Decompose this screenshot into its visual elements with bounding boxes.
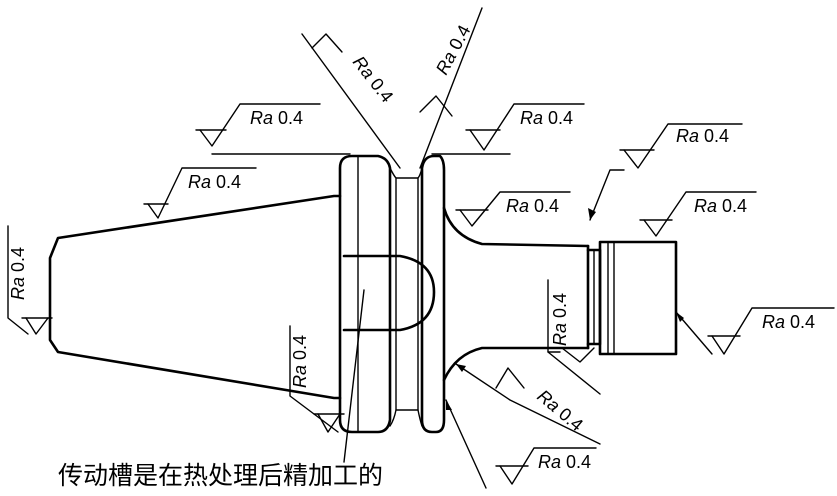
neck-upper bbox=[442, 206, 590, 248]
roughness-label: Ra 0.4 bbox=[506, 196, 559, 216]
roughness-mark-flange-lower-right: Ra 0.4 bbox=[445, 399, 597, 489]
roughness-label: Ra 0.4 bbox=[250, 108, 303, 128]
roughness-label: Ra 0.4 bbox=[520, 108, 573, 128]
roughness-label: Ra 0.4 bbox=[290, 335, 310, 388]
neck-lower bbox=[442, 346, 590, 382]
leader-arrow bbox=[446, 400, 452, 410]
pilot-body bbox=[598, 240, 678, 356]
roughness-label: Ra 0.4 bbox=[533, 386, 587, 435]
drive-slot bbox=[342, 254, 436, 332]
roughness-mark-neck-upper: Ra 0.4 bbox=[455, 191, 571, 227]
leader-arrow bbox=[676, 312, 684, 322]
roughness-label: Ra 0.4 bbox=[349, 52, 397, 106]
roughness-mark-flange-top-right: Ra 0.4 bbox=[431, 103, 585, 155]
roughness-label: Ra 0.4 bbox=[188, 172, 241, 192]
flange-body bbox=[338, 154, 392, 434]
roughness-mark-neck-diameter: Ra 0.4 bbox=[547, 279, 601, 395]
roughness-mark-pilot-top: Ra 0.4 bbox=[639, 191, 757, 237]
leader-arrow bbox=[456, 364, 466, 372]
roughness-label: Ra 0.4 bbox=[762, 312, 815, 332]
roughness-mark-groove-left-flank: Ra 0.4 bbox=[301, 33, 401, 169]
roughness-mark-groove-right-flank: Ra 0.4 bbox=[419, 7, 483, 169]
caption-leader bbox=[343, 289, 365, 463]
roughness-label: Ra 0.4 bbox=[432, 22, 475, 78]
roughness-label: Ra 0.4 bbox=[8, 247, 28, 300]
flange-right-lip bbox=[420, 154, 446, 434]
taper-shank bbox=[48, 194, 342, 400]
v-groove-left bbox=[389, 167, 397, 427]
part-outline bbox=[48, 154, 678, 434]
leader-arrow bbox=[588, 208, 596, 220]
roughness-label: Ra 0.4 bbox=[538, 452, 591, 472]
roughness-label: Ra 0.4 bbox=[694, 196, 747, 216]
roughness-label: Ra 0.4 bbox=[676, 126, 729, 146]
roughness-mark-neck-end: Ra 0.4 bbox=[588, 123, 743, 221]
v-groove-right bbox=[417, 167, 423, 427]
roughness-mark-flange-top-left: Ra 0.4 bbox=[195, 103, 351, 155]
roughness-mark-taper-upper: Ra 0.4 bbox=[143, 167, 257, 219]
drive-slot-caption: 传动槽是在热处理后精加工的 bbox=[58, 461, 383, 490]
roughness-label: Ra 0.4 bbox=[550, 293, 570, 346]
roughness-mark-pilot-right: Ra 0.4 bbox=[675, 307, 835, 355]
caption-group: 传动槽是在热处理后精加工的 bbox=[58, 289, 383, 490]
roughness-mark-taper-lower: Ra 0.4 bbox=[289, 325, 345, 433]
roughness-mark-taper-left-end: Ra 0.4 bbox=[7, 225, 53, 335]
